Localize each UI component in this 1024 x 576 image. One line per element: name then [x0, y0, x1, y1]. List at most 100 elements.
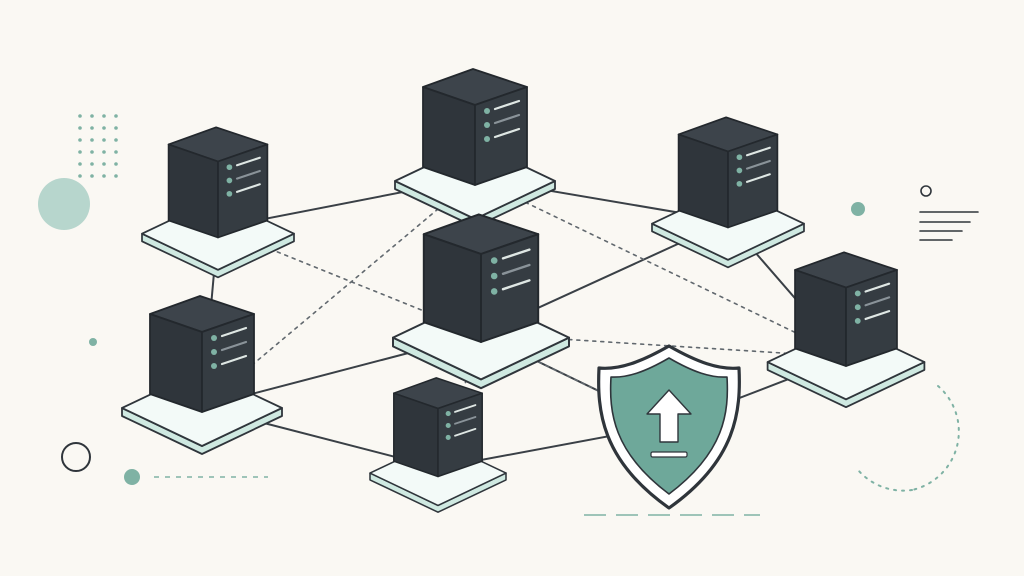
server-left-face [167, 143, 219, 239]
grid-dot [102, 174, 106, 178]
server-slot-line [501, 248, 531, 260]
grid-dot [114, 114, 118, 118]
server-slot-line [220, 340, 248, 352]
server-status-dot [211, 335, 217, 341]
grid-dot [78, 174, 82, 178]
link-server-top-to-server-right [474, 177, 847, 358]
server-status-dot [211, 363, 217, 369]
shield-layer [597, 344, 741, 510]
server-slot-line [864, 282, 891, 293]
server-status-dot [445, 434, 451, 440]
grid-dot [90, 114, 94, 118]
server-status-dot [490, 257, 498, 264]
grid-dot [78, 138, 82, 142]
server-bottom[interactable] [369, 377, 507, 513]
grid-dot [114, 162, 118, 166]
grid-dot [114, 150, 118, 154]
server-upper-right[interactable] [651, 116, 805, 269]
dot-grid-icon [78, 114, 118, 178]
server-left[interactable] [121, 295, 283, 455]
server-slot-line [493, 99, 521, 111]
server-icon [167, 126, 269, 239]
server-status-dot [445, 411, 451, 417]
grid-dot [102, 126, 106, 130]
server-left-face [149, 313, 203, 413]
grid-dot [102, 138, 106, 142]
server-status-dot [736, 180, 743, 187]
server-slot-line [745, 159, 771, 170]
dotted-arc-icon [911, 385, 960, 491]
server-slot-line [454, 404, 477, 413]
server-status-dot [484, 136, 490, 142]
server-slot-line [220, 326, 248, 338]
server-right[interactable] [766, 251, 926, 409]
small-dot-icon [89, 338, 97, 346]
server-status-dot [854, 290, 861, 297]
text-lines-icon [919, 211, 979, 241]
dotted-arc-tail-icon [857, 469, 913, 492]
server-icon [422, 213, 540, 343]
grid-dot [90, 174, 94, 178]
server-slot-line [501, 279, 531, 291]
server-status-dot [490, 272, 498, 280]
grid-dot [78, 162, 82, 166]
server-left-face [422, 86, 476, 186]
grid-dot [90, 138, 94, 142]
server-slot-line [454, 427, 477, 437]
server-icon [422, 68, 528, 186]
server-slot-line [493, 127, 521, 139]
server-top[interactable] [394, 68, 556, 228]
server-left-face [393, 392, 439, 478]
server-center[interactable] [392, 213, 570, 390]
server-status-dot [226, 177, 233, 184]
server-left-face [677, 133, 729, 229]
server-slot-line [235, 169, 261, 180]
server-status-dot [226, 164, 233, 171]
dot-accent-icon [851, 202, 865, 216]
circle-filled-small-icon [124, 469, 140, 485]
server-status-dot [226, 190, 233, 197]
server-status-dot [445, 422, 451, 429]
circle-filled-icon [38, 178, 90, 230]
small-ring-icon [920, 185, 932, 197]
server-status-dot [736, 167, 743, 174]
server-icon [677, 116, 779, 229]
server-slot-line [501, 263, 531, 276]
server-status-dot [736, 154, 743, 161]
grid-dot [90, 162, 94, 166]
server-status-dot [211, 349, 217, 355]
grid-dot [114, 138, 118, 142]
server-left-face [794, 269, 847, 367]
server-status-dot [490, 288, 498, 295]
server-status-dot [484, 122, 490, 128]
grid-dot [102, 114, 106, 118]
server-slot-line [220, 354, 248, 366]
server-slot-line [745, 173, 771, 183]
server-slot-line [454, 416, 477, 425]
server-left-face [422, 233, 482, 343]
upload-arrow-icon [646, 389, 692, 443]
server-slot-line [864, 296, 891, 307]
server-status-dot [854, 317, 861, 324]
server-slot-line [745, 146, 771, 157]
circle-outline-icon [61, 442, 91, 472]
grid-dot [102, 150, 106, 154]
grid-dot [90, 126, 94, 130]
grid-dot [78, 114, 82, 118]
server-upper-left[interactable] [141, 126, 295, 279]
server-slot-line [493, 113, 521, 125]
shield-upload-icon[interactable] [597, 344, 741, 510]
upload-base-bar [650, 451, 688, 458]
grid-dot [114, 126, 118, 130]
server-status-dot [484, 108, 490, 114]
server-slot-line [235, 156, 261, 167]
nodes-layer [121, 68, 926, 513]
grid-dot [78, 126, 82, 130]
server-slot-line [235, 183, 261, 193]
grid-dot [102, 162, 106, 166]
grid-dot [114, 174, 118, 178]
server-status-dot [854, 304, 861, 311]
server-icon [393, 377, 483, 478]
server-icon [149, 295, 255, 413]
